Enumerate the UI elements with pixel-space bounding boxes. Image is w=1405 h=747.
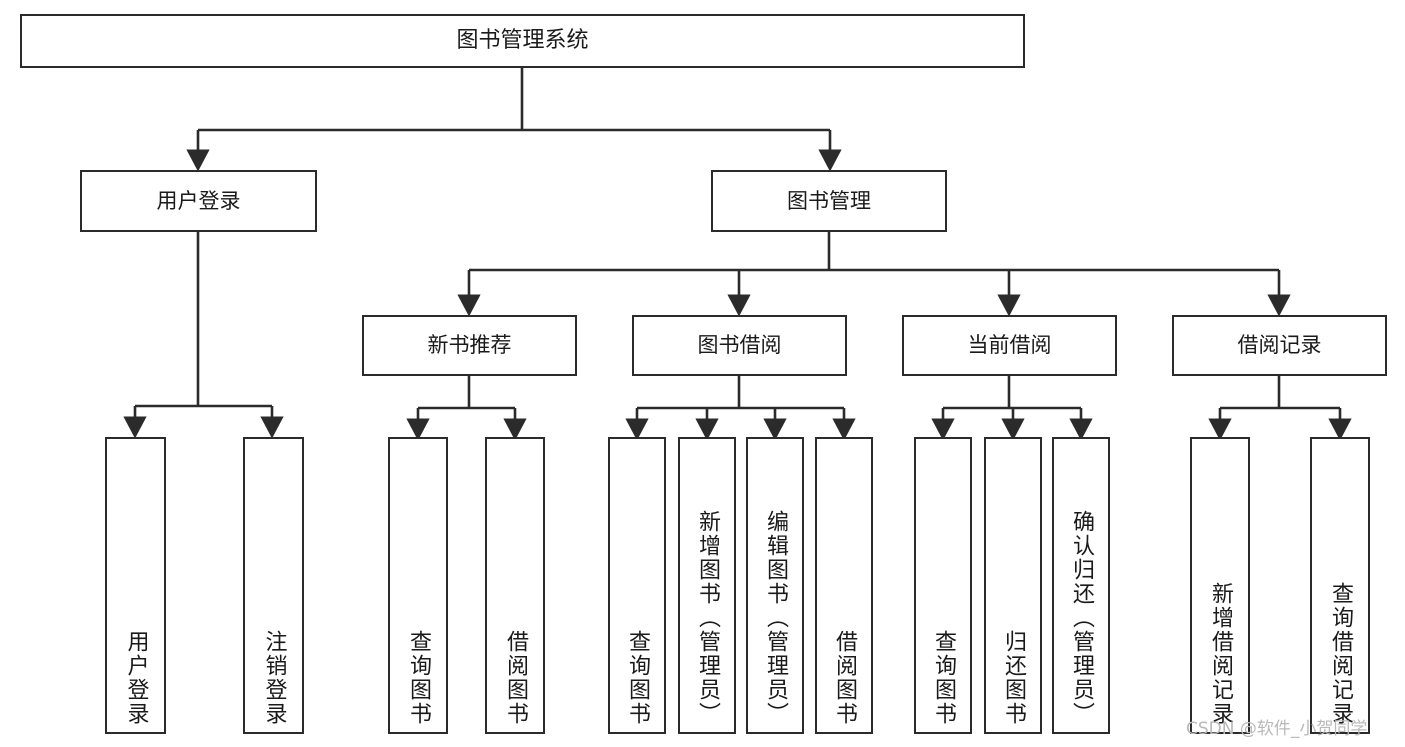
node-leaf-add-borrow-record[interactable]: 新增借阅记录 bbox=[1190, 437, 1250, 734]
node-level3-book-borrow[interactable]: 图书借阅 bbox=[632, 315, 847, 376]
node-level3-new-book-recommend-label: 新书推荐 bbox=[427, 333, 512, 358]
node-leaf-query-borrow-record-label: 查询借阅记录 bbox=[1328, 582, 1353, 726]
node-leaf-add-borrow-record-label: 新增借阅记录 bbox=[1208, 582, 1233, 726]
watermark: CSDN @软件_小贺同学 bbox=[1186, 719, 1368, 739]
node-leaf-borrow-book-recommend[interactable]: 借阅图书 bbox=[485, 437, 545, 734]
node-leaf-query-book-current-label: 查询图书 bbox=[931, 630, 956, 726]
node-leaf-borrow-book-recommend-label: 借阅图书 bbox=[503, 630, 528, 726]
node-leaf-edit-book-admin[interactable]: 编辑图书（管理员） bbox=[746, 437, 804, 734]
node-level3-current-borrow[interactable]: 当前借阅 bbox=[902, 315, 1117, 376]
node-leaf-query-book-recommend-label: 查询图书 bbox=[406, 630, 431, 726]
node-level3-current-borrow-label: 当前借阅 bbox=[967, 333, 1052, 358]
node-level3-book-borrow-label: 图书借阅 bbox=[697, 333, 782, 358]
node-level2-book-management-label: 图书管理 bbox=[787, 188, 871, 213]
node-leaf-confirm-return-admin-label: 确认归还（管理员） bbox=[1069, 510, 1094, 726]
node-leaf-return-book[interactable]: 归还图书 bbox=[984, 437, 1042, 734]
node-leaf-borrow-book[interactable]: 借阅图书 bbox=[815, 437, 873, 734]
node-level2-user-login-label: 用户登录 bbox=[156, 188, 241, 213]
node-level3-borrow-record[interactable]: 借阅记录 bbox=[1172, 315, 1387, 376]
node-leaf-query-book-borrow[interactable]: 查询图书 bbox=[608, 437, 666, 734]
node-leaf-borrow-book-label: 借阅图书 bbox=[832, 630, 857, 726]
node-root[interactable]: 图书管理系统 bbox=[20, 14, 1025, 68]
node-leaf-logout[interactable]: 注销登录 bbox=[243, 437, 304, 734]
node-leaf-query-book-current[interactable]: 查询图书 bbox=[914, 437, 972, 734]
node-leaf-query-borrow-record[interactable]: 查询借阅记录 bbox=[1310, 437, 1370, 734]
node-leaf-user-login[interactable]: 用户登录 bbox=[105, 437, 166, 734]
node-level3-borrow-record-label: 借阅记录 bbox=[1237, 333, 1322, 358]
node-leaf-confirm-return-admin[interactable]: 确认归还（管理员） bbox=[1052, 437, 1110, 734]
node-leaf-return-book-label: 归还图书 bbox=[1001, 630, 1026, 726]
node-leaf-logout-label: 注销登录 bbox=[261, 630, 287, 726]
node-leaf-edit-book-admin-label: 编辑图书（管理员） bbox=[763, 510, 788, 726]
node-leaf-query-book-recommend[interactable]: 查询图书 bbox=[388, 437, 448, 734]
node-leaf-add-book-admin[interactable]: 新增图书（管理员） bbox=[678, 437, 736, 734]
node-level2-book-management[interactable]: 图书管理 bbox=[711, 170, 947, 232]
node-leaf-user-login-label: 用户登录 bbox=[123, 630, 149, 726]
node-leaf-query-book-borrow-label: 查询图书 bbox=[625, 630, 650, 726]
node-root-label: 图书管理系统 bbox=[456, 28, 589, 54]
node-leaf-add-book-admin-label: 新增图书（管理员） bbox=[695, 510, 720, 726]
node-level3-new-book-recommend[interactable]: 新书推荐 bbox=[362, 315, 577, 376]
node-level2-user-login[interactable]: 用户登录 bbox=[80, 170, 317, 232]
